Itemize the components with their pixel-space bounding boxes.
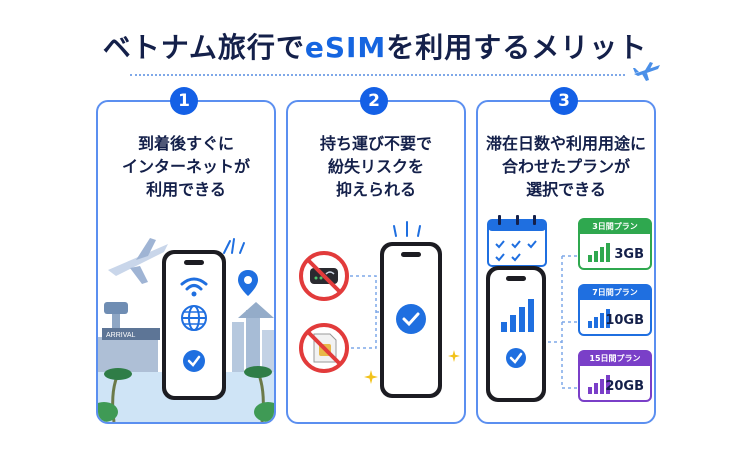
calendar-icon xyxy=(487,215,547,267)
plan-label: 7日間プラン xyxy=(580,286,650,300)
step-number-2: 2 xyxy=(360,87,388,115)
sparkle-icon xyxy=(448,350,460,362)
connector-lines xyxy=(350,275,382,349)
step-number-3: 3 xyxy=(550,87,578,115)
smartphone xyxy=(380,242,442,398)
wifi-icon xyxy=(180,277,208,297)
benefit-panel-1: 到着後すぐに インターネットが 利用できる ARRIVAL xyxy=(96,100,276,424)
benefit-title-3: 滞在日数や利用用途に 合わせたプランが 選択できる xyxy=(485,134,646,199)
airplane-icon xyxy=(633,62,660,81)
check-circle-icon xyxy=(183,350,205,372)
title-text-1: ベトナム旅行で xyxy=(102,31,305,64)
airplane-icon xyxy=(108,238,168,284)
plan-data-amount: 3GB xyxy=(614,247,644,262)
signal-bars-icon xyxy=(588,375,610,394)
plan-card-7-days: 7日間プラン 10GB xyxy=(578,284,652,336)
title-dotted-divider xyxy=(130,74,625,76)
signal-lines-icon xyxy=(223,238,245,254)
plan-label: 15日間プラン xyxy=(580,352,650,366)
benefit-title-2: 持ち運び不要で 紛失リスクを 抑えられる xyxy=(319,134,432,199)
signal-bars-icon xyxy=(588,309,610,328)
signal-bars-icon xyxy=(501,299,534,332)
title-accent: eSIM xyxy=(304,31,387,64)
smartphone xyxy=(486,266,546,402)
no-pocket-wifi-icon xyxy=(299,251,349,301)
plan-label: 3日間プラン xyxy=(580,220,650,234)
step-number-1: 1 xyxy=(170,87,198,115)
benefit-title-1: 到着後すぐに インターネットが 利用できる xyxy=(121,134,250,199)
check-circle-icon xyxy=(506,348,526,368)
plan-card-3-days: 3日間プラン 3GB xyxy=(578,218,652,270)
arrival-sign: ARRIVAL xyxy=(106,332,136,339)
sparkle-icon xyxy=(364,370,378,384)
page-title: ベトナム旅行でeSIMを利用するメリット xyxy=(0,26,750,66)
check-circle-icon xyxy=(396,304,426,334)
signal-bars-icon xyxy=(588,243,610,262)
signal-lines-icon xyxy=(393,221,421,237)
smartphone xyxy=(162,250,226,400)
no-sim-card-icon xyxy=(299,323,349,373)
plan-data-amount: 20GB xyxy=(605,379,644,394)
title-text-2: を利用するメリット xyxy=(386,31,648,64)
plan-data-amount: 10GB xyxy=(605,313,644,328)
plan-card-15-days: 15日間プラン 20GB xyxy=(578,350,652,402)
benefit-panel-2: 持ち運び不要で 紛失リスクを 抑えられる xyxy=(286,100,466,424)
location-pin-icon xyxy=(238,270,258,296)
globe-icon xyxy=(181,305,207,331)
connector-lines xyxy=(548,255,578,389)
